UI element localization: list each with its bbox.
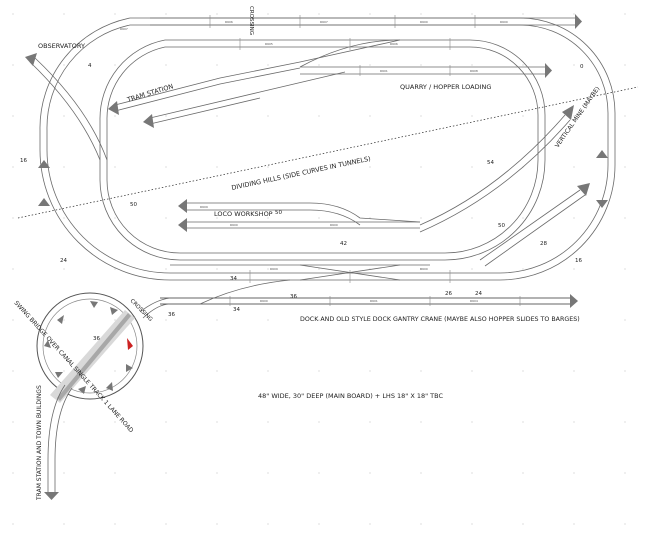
outer-loop-track <box>39 17 616 281</box>
radius-label: 50 <box>130 202 137 208</box>
radius-label: 42 <box>340 241 347 247</box>
right-spur <box>479 183 590 267</box>
vertical-mine-spur <box>419 105 574 233</box>
radius-label: 0 <box>580 64 584 70</box>
tram-station-sidings <box>108 39 401 128</box>
turntable-arrows <box>44 301 133 394</box>
piece-code: R600 <box>330 223 338 227</box>
piece-code: R609 <box>270 267 278 271</box>
track-joints <box>209 15 521 306</box>
radius-label: 50 <box>275 210 282 216</box>
piece-code: R607 <box>320 20 328 24</box>
piece-code-labels: R606 R607 R600 R600 R605 R606 R601 R608 … <box>120 20 508 303</box>
piece-code: R606 <box>390 42 398 46</box>
label-tram-town: TRAM STATION AND TOWN BUILDINGS <box>36 385 43 501</box>
radius-label: 54 <box>487 160 494 166</box>
piece-code: R604 <box>470 299 478 303</box>
piece-code: R600 <box>500 20 508 24</box>
piece-code: R600 <box>260 299 268 303</box>
piece-code: R605 <box>265 42 273 46</box>
piece-code: R607 <box>120 27 128 31</box>
radius-label: 34 <box>230 276 237 282</box>
radius-label: 26 <box>445 291 452 297</box>
radius-label: 50 <box>498 223 505 229</box>
piece-code: R600 <box>230 223 238 227</box>
piece-code: R608 <box>470 69 478 73</box>
left-loop-arrows <box>38 150 608 208</box>
piece-code: R601 <box>380 69 388 73</box>
observatory-branch <box>25 53 108 161</box>
label-dock: DOCK AND OLD STYLE DOCK GANTRY CRANE (MA… <box>300 316 580 323</box>
radius-label: 4 <box>88 63 92 69</box>
radius-label: 36 <box>93 336 100 342</box>
dividing-hills-line <box>17 86 639 219</box>
radius-label: 16 <box>20 158 27 164</box>
label-observatory: OBSERVATORY <box>38 42 85 50</box>
top-siding <box>150 14 582 29</box>
radius-label: 36 <box>168 312 175 318</box>
swing-bridge-turntable <box>36 292 171 403</box>
inner-loop-track <box>99 39 546 261</box>
radius-labels: 4 0 16 54 50 50 50 42 28 24 16 34 36 26 … <box>20 63 584 342</box>
radius-label: 24 <box>475 291 482 297</box>
radius-label: 34 <box>233 307 240 313</box>
piece-code: R606 <box>225 20 233 24</box>
radius-label: 24 <box>60 258 67 264</box>
radius-label: 28 <box>540 241 547 247</box>
piece-code: R609 <box>200 205 208 209</box>
canal-band <box>50 310 135 403</box>
label-loco-workshop: LOCO WORKSHOP <box>214 210 273 218</box>
turntable-marker <box>127 338 133 350</box>
loco-workshop-sidings <box>178 199 421 232</box>
tram-line-down <box>44 384 73 500</box>
radius-label: 36 <box>290 294 297 300</box>
label-crossing-top: CROSSING <box>248 6 254 35</box>
piece-code: R601 <box>370 299 378 303</box>
label-quarry: QUARRY / HOPPER LOADING <box>400 83 491 91</box>
label-board-size: 48" WIDE, 30" DEEP (MAIN BOARD) + LHS 18… <box>258 392 444 400</box>
radius-label: 16 <box>575 258 582 264</box>
piece-code: R600 <box>420 20 428 24</box>
piece-code: R600 <box>420 267 428 271</box>
